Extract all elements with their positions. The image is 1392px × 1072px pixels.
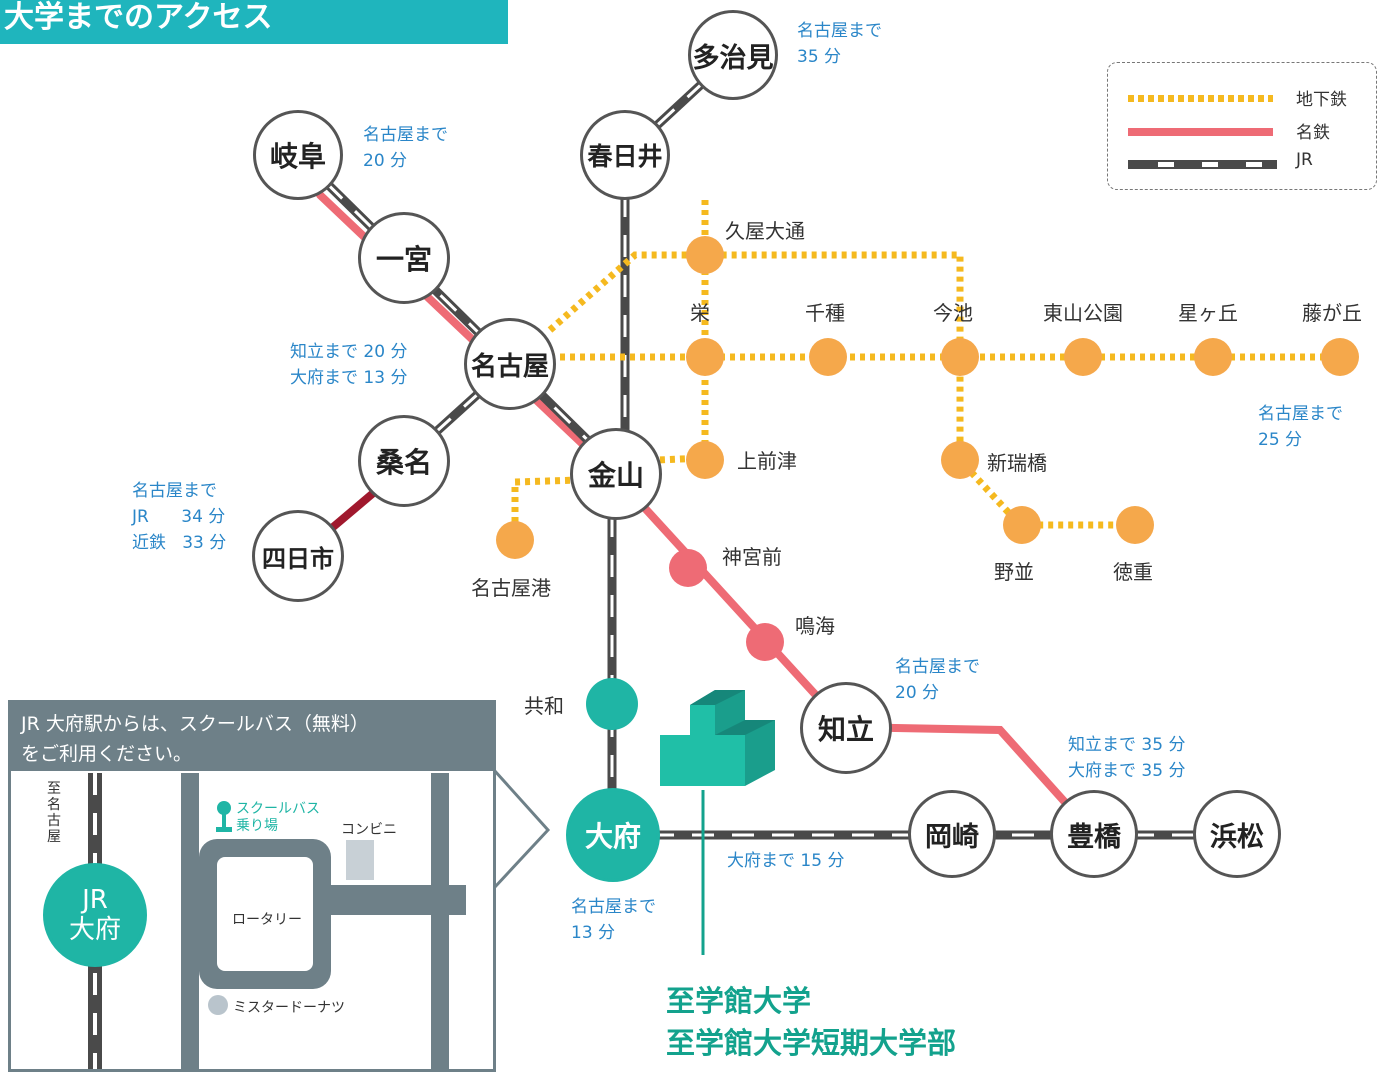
- legend-subway-label: 地下鉄: [1296, 90, 1347, 110]
- station-yokkaichi: 四日市: [252, 510, 344, 602]
- station-obu: 大府: [566, 788, 660, 882]
- station-kasugai: 春日井: [580, 110, 670, 200]
- station-dot-narumi: [746, 623, 784, 661]
- station-dot-sakae: [686, 338, 724, 376]
- map-legend: 地下鉄 名鉄 JR: [1107, 62, 1377, 190]
- station-dot-kamimaezu: [686, 441, 724, 479]
- station-dot-tokushige: [1116, 506, 1154, 544]
- station-dot-hisaya: [686, 236, 724, 274]
- label-narumi: 鳴海: [795, 614, 835, 638]
- donut-shop-label: ミスタードーナツ: [233, 1000, 345, 1016]
- meitetsu-line-swatch: [1128, 128, 1273, 136]
- jr-obu-station: JR 大府: [43, 863, 147, 967]
- subway-stations: [496, 236, 1359, 559]
- time-yokkaichi: 名古屋まで JR 34 分 近鉄 33 分: [132, 481, 227, 553]
- station-hamamatsu: 浜松: [1193, 790, 1281, 878]
- label-kamimaezu: 上前津: [737, 449, 797, 473]
- label-higashiyama: 東山公園: [1043, 301, 1123, 325]
- rotary-label: ロータリー: [232, 912, 302, 928]
- bus-note-text: JR 大府駅からは、スクールバス（無料） をご利用ください。: [21, 713, 369, 765]
- university-name: 至学館大学 至学館大学短期大学部: [666, 984, 957, 1060]
- time-gifu: 名古屋まで 20 分: [363, 125, 448, 171]
- jr-line-swatch: [1128, 160, 1277, 169]
- station-okazaki: 岡崎: [908, 790, 996, 878]
- time-chiryu: 名古屋まで 20 分: [895, 657, 980, 703]
- legend-subway: 地下鉄: [1128, 85, 1368, 110]
- label-hoshigaoka: 星ヶ丘: [1178, 301, 1238, 325]
- station-kuwana: 桑名: [358, 415, 450, 507]
- station-dot-nonami: [1003, 506, 1041, 544]
- subway-line-swatch: [1128, 95, 1273, 102]
- convenience-store-label: コンビニ: [341, 822, 397, 838]
- time-obu-okazaki: 大府まで 15 分: [727, 851, 845, 871]
- page-title: 大学までのアクセス: [0, 0, 508, 44]
- time-tajimi: 名古屋まで 35 分: [797, 21, 882, 67]
- label-nagoyako: 名古屋港: [471, 576, 551, 600]
- legend-meitetsu-label: 名鉄: [1296, 123, 1330, 143]
- label-chikusa: 千種: [805, 301, 845, 325]
- station-dot-shinmizuhashi: [941, 441, 979, 479]
- bus-note: JR 大府駅からは、スクールバス（無料） をご利用ください。: [11, 703, 493, 771]
- university-building-icon: [660, 690, 775, 786]
- station-dot-imaike: [941, 338, 979, 376]
- station-dot-fujigaoka: [1321, 338, 1359, 376]
- station-kanayama: 金山: [570, 428, 662, 520]
- time-fujigaoka: 名古屋まで 25 分: [1258, 404, 1343, 450]
- legend-jr: JR: [1128, 150, 1368, 174]
- station-dot-kyowa: [586, 678, 638, 730]
- label-jingumae: 神宮前: [722, 545, 782, 569]
- station-ichinomiya: 一宮: [358, 212, 450, 304]
- station-chiryu: 知立: [800, 682, 892, 774]
- label-hisaya: 久屋大通: [725, 219, 805, 243]
- time-nagoya: 知立まで 20 分 大府まで 13 分: [290, 342, 408, 388]
- station-toyohashi: 豊橋: [1050, 790, 1138, 878]
- label-kyowa: 共和: [524, 694, 564, 718]
- legend-jr-label: JR: [1296, 150, 1313, 170]
- label-nonami: 野並: [994, 560, 1034, 584]
- bus-stop-label: スクールバス 乗り場: [236, 801, 320, 834]
- station-dot-hoshigaoka: [1194, 338, 1232, 376]
- time-obu: 名古屋まで 13 分: [571, 897, 656, 943]
- label-imaike: 今池: [933, 301, 973, 325]
- station-gifu: 岐阜: [253, 110, 343, 200]
- local-roads: [88, 773, 466, 1069]
- station-dot-jingumae: [669, 549, 707, 587]
- station-tajimi: 多治見: [688, 10, 778, 100]
- station-nagoya: 名古屋: [464, 318, 556, 410]
- label-shinmizuhashi: 新瑞橋: [987, 451, 1047, 475]
- label-fujigaoka: 藤が丘: [1302, 301, 1362, 325]
- label-sakae: 栄: [690, 301, 710, 325]
- direction-label: 至 名 古 屋: [47, 781, 61, 845]
- station-dot-chikusa: [809, 338, 847, 376]
- obu-local-map: JR 大府駅からは、スクールバス（無料） をご利用ください。 至 名 古 屋 J…: [8, 700, 496, 1072]
- station-dot-higashiyama: [1064, 338, 1102, 376]
- time-toyohashi: 知立まで 35 分 大府まで 35 分: [1068, 735, 1186, 781]
- legend-meitetsu: 名鉄: [1128, 118, 1368, 143]
- label-tokushige: 徳重: [1113, 560, 1153, 584]
- station-dot-nagoyako: [496, 521, 534, 559]
